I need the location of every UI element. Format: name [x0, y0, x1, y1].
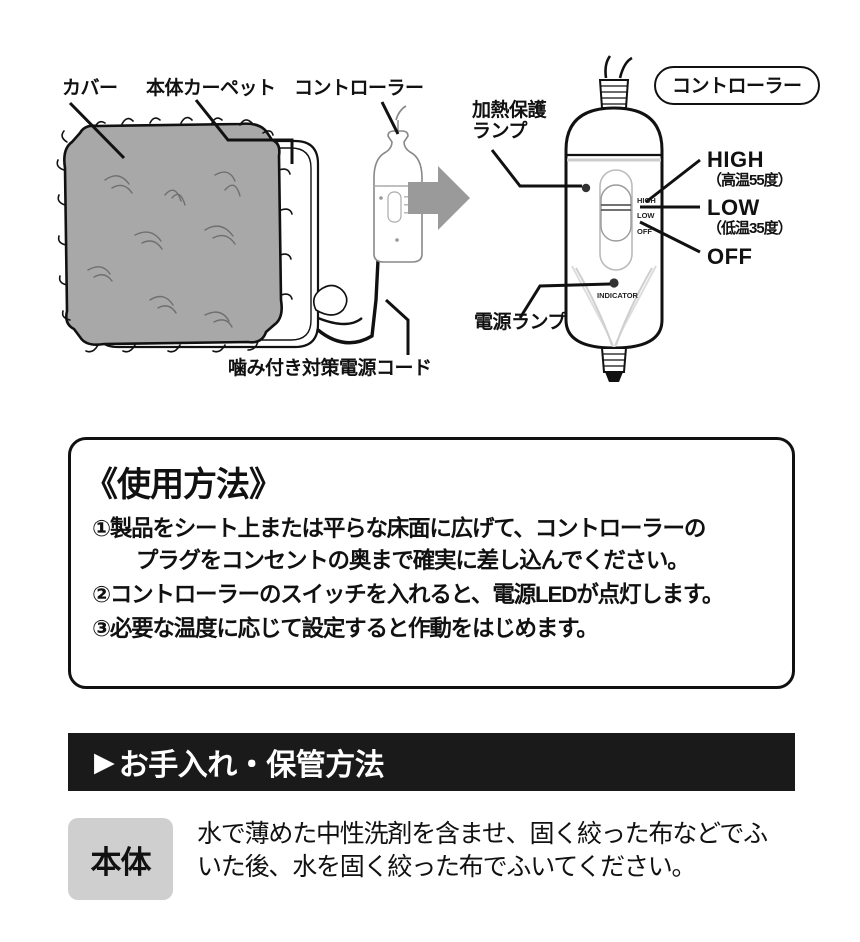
usage-title: 《使用方法》	[84, 466, 283, 504]
device-switch-marks: HIGH LOW OFF INDICATOR	[597, 196, 656, 300]
controller-small-device	[373, 105, 423, 263]
label-setting-low-name: LOW	[707, 195, 760, 220]
controller-small-illustration	[312, 284, 363, 326]
triangle-right-icon: ▶	[94, 746, 115, 777]
label-heat-protection-lamp: 加熱保護 ランプ	[472, 100, 547, 143]
label-power-lamp: 電源ランプ	[474, 312, 566, 333]
usage-item-line1: コントローラーのスイッチを入れると、電源LEDが点灯します。	[109, 581, 725, 607]
label-power-cord: 噛み付き対策電源コード	[228, 358, 432, 379]
label-carpet-body: 本体カーペット	[146, 78, 276, 99]
leader-lines	[68, 99, 701, 355]
usage-item-line1: 製品をシート上または平らな床面に広げて、コントローラーの	[109, 516, 706, 541]
usage-item-number: ③	[92, 615, 111, 641]
usage-box	[68, 437, 795, 689]
usage-item: ① 製品をシート上または平らな床面に広げて、コントローラーの プラグをコンセント…	[92, 513, 782, 577]
controller-badge: コントローラー	[654, 66, 820, 105]
usage-item: ② コントローラーのスイッチを入れると、電源LEDが点灯します。	[92, 579, 782, 611]
care-instruction-text: 水で薄めた中性洗剤を含ませ、固く絞った布などでふいた後、水を固く絞った布でふいて…	[197, 820, 768, 881]
usage-item-number: ②	[92, 581, 111, 607]
label-setting-low-sub: （低温35度）	[707, 219, 793, 237]
usage-item-line2: プラグをコンセントの奥まで確実に差し込んでください。	[135, 547, 690, 573]
care-row: 本体 水で薄めた中性洗剤を含ませ、固く絞った布などでふいた後、水を固く絞った布で…	[68, 818, 828, 900]
label-heat-protection-lamp-line2: ランプ	[472, 121, 527, 143]
power-lamp-dot	[609, 278, 619, 288]
label-setting-off-name: OFF	[707, 244, 753, 269]
device-mark-high: HIGH	[637, 196, 656, 205]
care-section-banner: ▶ お手入れ・保管方法	[68, 733, 795, 791]
label-setting-high: HIGH （高温55度）	[707, 147, 793, 189]
label-cover: カバー	[62, 78, 118, 99]
usage-item-line1: 必要な温度に応じて設定すると作動をはじめます。	[109, 615, 599, 641]
heat-protection-lamp-dot	[581, 183, 591, 193]
device-mark-off: OFF	[637, 227, 652, 236]
label-setting-off: OFF	[707, 244, 753, 270]
device-mark-low: LOW	[637, 211, 655, 220]
usage-item-text: コントローラーのスイッチを入れると、電源LEDが点灯します。	[110, 579, 782, 611]
controller-large-device	[564, 55, 664, 382]
label-heat-protection-lamp-line1: 加熱保護	[472, 100, 547, 121]
usage-item-text: 必要な温度に応じて設定すると作動をはじめます。	[110, 613, 782, 645]
label-setting-low: LOW （低温35度）	[707, 195, 793, 237]
device-mark-indicator: INDICATOR	[597, 291, 639, 300]
care-section-title: お手入れ・保管方法	[118, 749, 385, 782]
care-badge-main-unit: 本体	[68, 818, 173, 900]
label-controller: コントローラー	[294, 78, 424, 99]
product-diagram-svg: HIGH LOW OFF INDICATOR	[56, 55, 701, 382]
usage-item: ③ 必要な温度に応じて設定すると作動をはじめます。	[92, 613, 782, 645]
cover-illustration	[56, 116, 293, 353]
usage-list: ① 製品をシート上または平らな床面に広げて、コントローラーの プラグをコンセント…	[92, 513, 782, 647]
direction-arrow-icon	[408, 166, 470, 230]
label-setting-high-name: HIGH	[707, 147, 764, 172]
product-diagram: HIGH LOW OFF INDICATOR カバー 本体カーペット コントロー…	[0, 0, 860, 405]
usage-item-number: ①	[92, 516, 111, 541]
label-setting-high-sub: （高温55度）	[707, 171, 793, 189]
usage-item-text: 製品をシート上または平らな床面に広げて、コントローラーの プラグをコンセントの奥…	[110, 513, 782, 577]
